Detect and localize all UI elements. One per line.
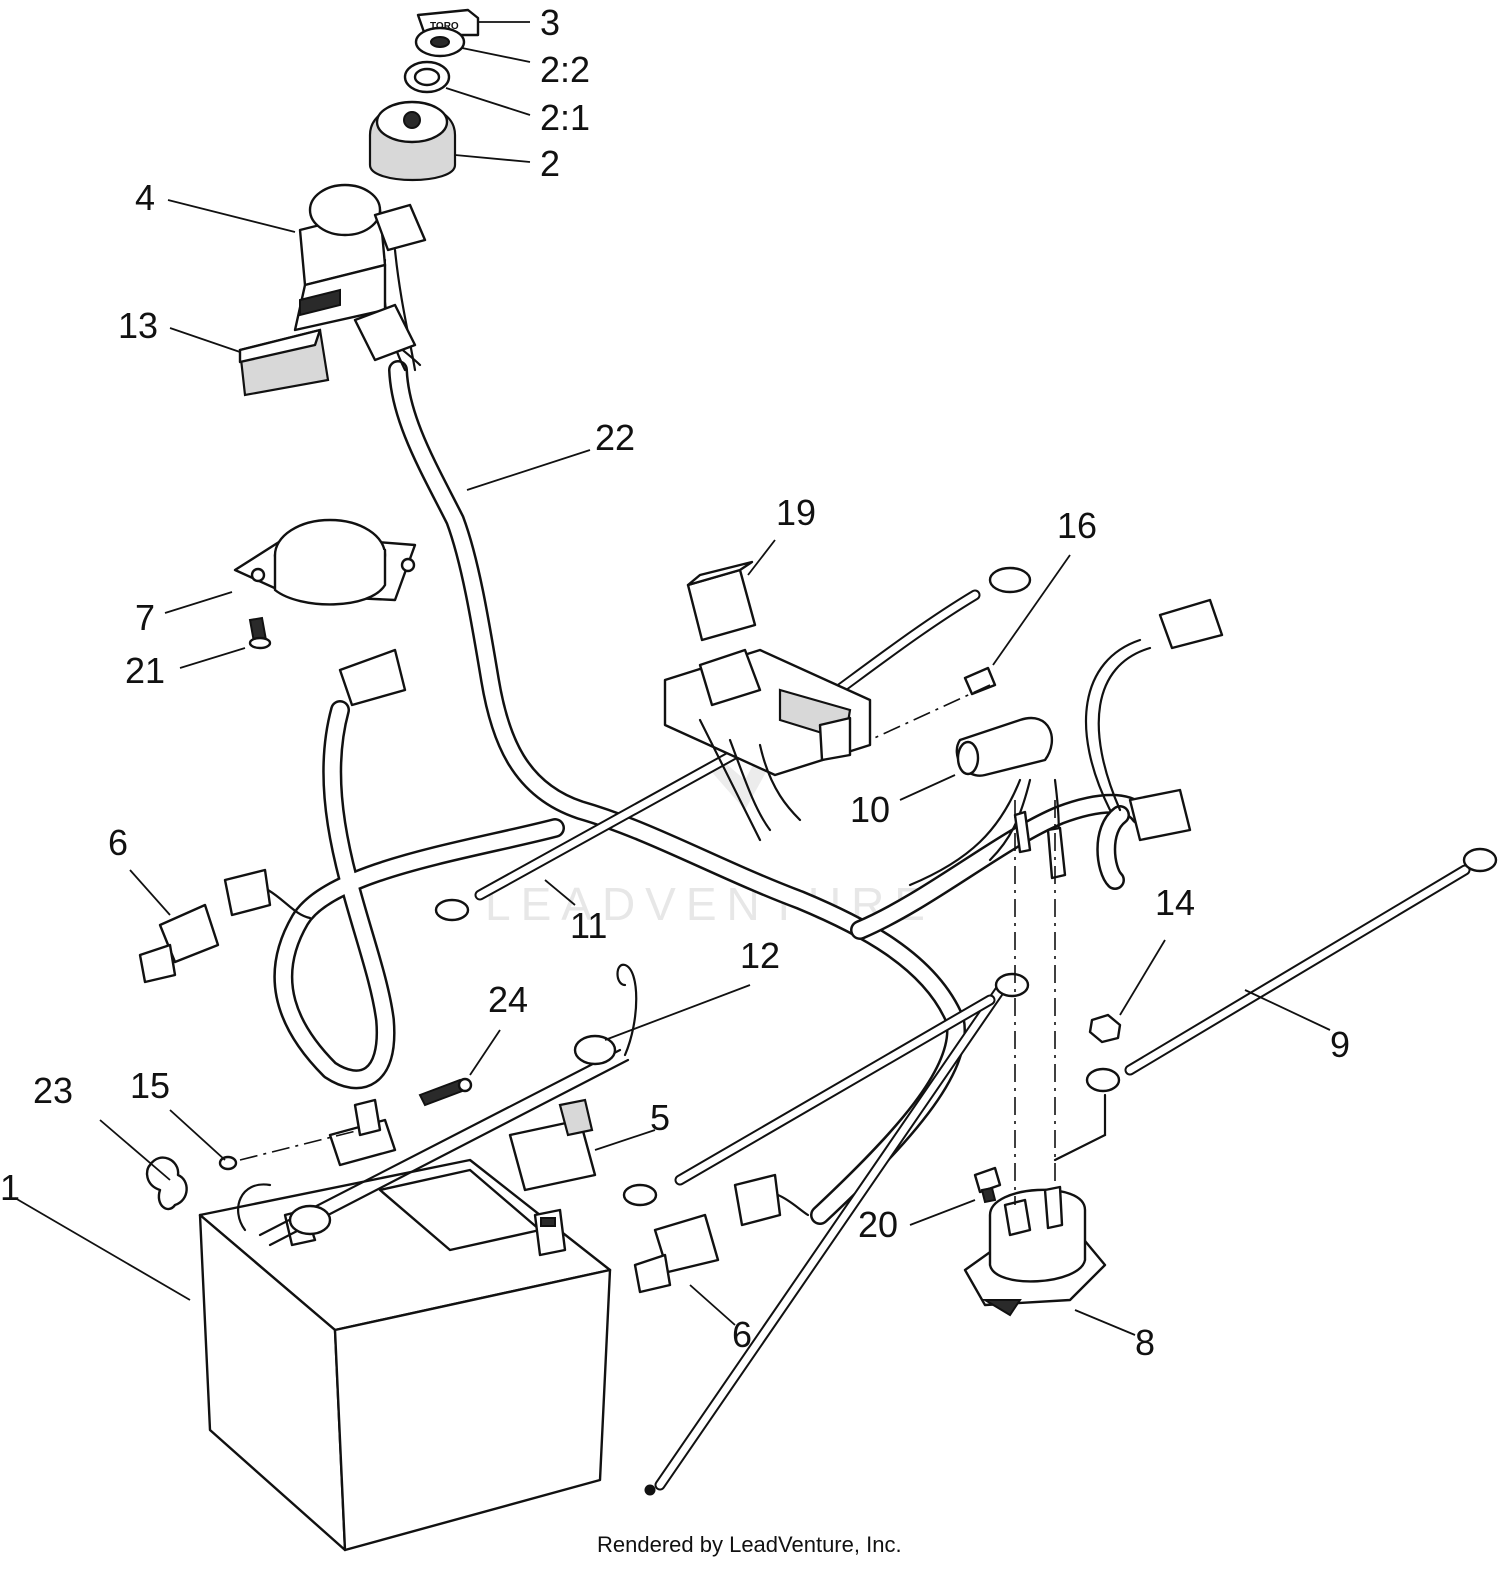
key-switch-nut[interactable] bbox=[414, 26, 466, 58]
lock-washer[interactable] bbox=[403, 60, 451, 94]
callout-11: 11 bbox=[570, 905, 607, 946]
callout-2-2: 2:2 bbox=[540, 49, 590, 90]
harness-connector-top[interactable] bbox=[353, 303, 417, 362]
key-tag-text: TORO bbox=[430, 21, 459, 32]
harness-connector-mid[interactable] bbox=[338, 648, 407, 707]
callout-3: 3 bbox=[540, 2, 560, 43]
connector-left[interactable] bbox=[223, 868, 312, 920]
callout-5: 5 bbox=[650, 1097, 670, 1138]
wire-harness[interactable] bbox=[273, 360, 1150, 1225]
hex-nut[interactable] bbox=[1088, 1013, 1122, 1044]
callout-22: 22 bbox=[595, 417, 635, 458]
connector-bottom[interactable] bbox=[733, 1173, 810, 1227]
screw-mount[interactable] bbox=[869, 666, 997, 741]
callout-14: 14 bbox=[1155, 882, 1195, 923]
callout-2: 2 bbox=[540, 143, 560, 184]
callout-16: 16 bbox=[1057, 505, 1097, 546]
relay[interactable] bbox=[686, 560, 757, 642]
positive-cable[interactable] bbox=[644, 984, 1006, 1496]
callout-2-1: 2:1 bbox=[540, 97, 590, 138]
seat-switch-bottom[interactable] bbox=[633, 1213, 720, 1294]
callout-7: 7 bbox=[135, 597, 155, 638]
hold-down-rod[interactable] bbox=[237, 963, 638, 1247]
callout-12: 12 bbox=[740, 935, 780, 976]
callout-24: 24 bbox=[488, 979, 528, 1020]
leader-lines bbox=[14, 21, 1331, 1336]
seat-switch-left[interactable] bbox=[138, 903, 220, 984]
callout-10: 10 bbox=[850, 789, 890, 830]
battery-clamp[interactable] bbox=[328, 1077, 473, 1167]
callout-20: 20 bbox=[858, 1204, 898, 1245]
callout-15: 15 bbox=[130, 1065, 170, 1106]
solenoid-bolt[interactable] bbox=[973, 1166, 1002, 1204]
callout-6b: 6 bbox=[732, 1314, 752, 1355]
harness-connector-right[interactable] bbox=[1128, 788, 1192, 842]
negative-cable[interactable] bbox=[434, 734, 766, 922]
assembly-line bbox=[239, 1129, 361, 1161]
callout-9: 9 bbox=[1330, 1024, 1350, 1065]
footer-credit: Rendered by LeadVenture, Inc. bbox=[597, 1532, 902, 1557]
wing-nut[interactable] bbox=[145, 1156, 188, 1211]
callout-19: 19 bbox=[776, 492, 816, 533]
battery[interactable] bbox=[198, 1158, 612, 1552]
callout-13: 13 bbox=[118, 305, 158, 346]
hour-meter[interactable] bbox=[293, 183, 427, 332]
starter-cable[interactable] bbox=[622, 972, 1030, 1207]
callout-4: 4 bbox=[135, 177, 155, 218]
hour-meter-base[interactable] bbox=[233, 518, 417, 606]
screw[interactable] bbox=[248, 616, 272, 650]
fuse-block[interactable] bbox=[238, 328, 330, 397]
callout-23: 23 bbox=[33, 1070, 73, 1111]
key-switch[interactable] bbox=[368, 100, 457, 182]
solenoid-wires bbox=[908, 778, 1067, 887]
callout-21: 21 bbox=[125, 650, 165, 691]
callout-1: 1 bbox=[0, 1167, 20, 1208]
assembly-lines bbox=[1014, 800, 1107, 1205]
top-right-wire[interactable] bbox=[1084, 598, 1224, 812]
callout-8: 8 bbox=[1135, 1322, 1155, 1363]
starter-solenoid[interactable] bbox=[963, 1185, 1107, 1317]
ground-cable[interactable] bbox=[1085, 847, 1498, 1093]
terminal-boot[interactable] bbox=[955, 716, 1054, 777]
relay-wires bbox=[698, 718, 802, 842]
interlock-switch[interactable] bbox=[508, 1098, 597, 1192]
callouts: 3 2:2 2:1 2 4 13 22 19 16 7 21 10 6 11 1… bbox=[0, 2, 1350, 1363]
relay-socket[interactable] bbox=[663, 648, 872, 777]
callout-6a: 6 bbox=[108, 822, 128, 863]
